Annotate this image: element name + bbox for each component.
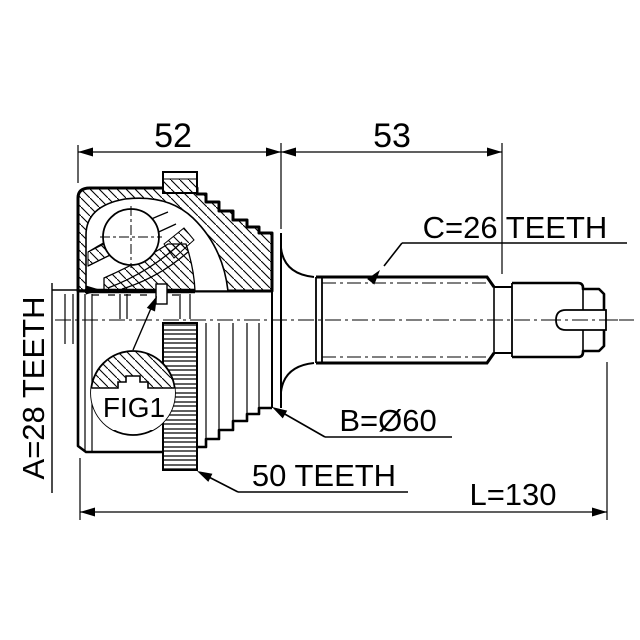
dimension-overall-length: L=130: [79, 362, 608, 520]
label-inner-spline: A=28 TEETH: [16, 297, 51, 480]
callout-inner-spline: A=28 TEETH: [16, 283, 101, 493]
label-body-diameter: B=Ø60: [339, 403, 436, 438]
spline-start-edges: [315, 277, 323, 363]
c-leader-line: [383, 242, 403, 267]
shaft-fillets: [280, 247, 315, 393]
inner-race-section: [103, 243, 196, 292]
step-edge-lines: [205, 323, 260, 439]
callout-body-diameter: B=Ø60: [269, 403, 452, 438]
callout-abs-teeth: 50 TEETH: [194, 458, 408, 493]
dimension-52-53: 52 53: [77, 117, 503, 274]
bore-edge-lines: [64, 294, 191, 344]
abs-ring-section: [162, 171, 198, 194]
dim-bell-width: 52: [154, 117, 192, 155]
back-flange: [271, 233, 315, 408]
spline-tooth-profile: [91, 375, 175, 389]
callout-outer-spline: C=26 TEETH: [367, 210, 627, 285]
dim-overall-length: L=130: [469, 477, 556, 512]
fig1-label: FIG1: [103, 392, 165, 423]
ball-bearing: [102, 208, 160, 266]
ball-centerlines: [100, 206, 162, 268]
rim-edge-lines: [84, 294, 93, 452]
bell-outer-rim: [76, 291, 163, 454]
label-outer-spline: C=26 TEETH: [423, 210, 608, 245]
label-abs-teeth: 50 TEETH: [252, 458, 396, 493]
dim-shaft-length: 53: [373, 117, 411, 155]
extension-lines-top: [77, 143, 503, 274]
extension-lines-bottom: [79, 362, 608, 520]
snap-groove-neck: [494, 286, 512, 354]
bell-housing-section: [64, 171, 274, 344]
spline-pitch-lines: [322, 282, 492, 358]
snap-ring-groove: [155, 283, 168, 305]
boot-groove-steps: [197, 406, 272, 449]
